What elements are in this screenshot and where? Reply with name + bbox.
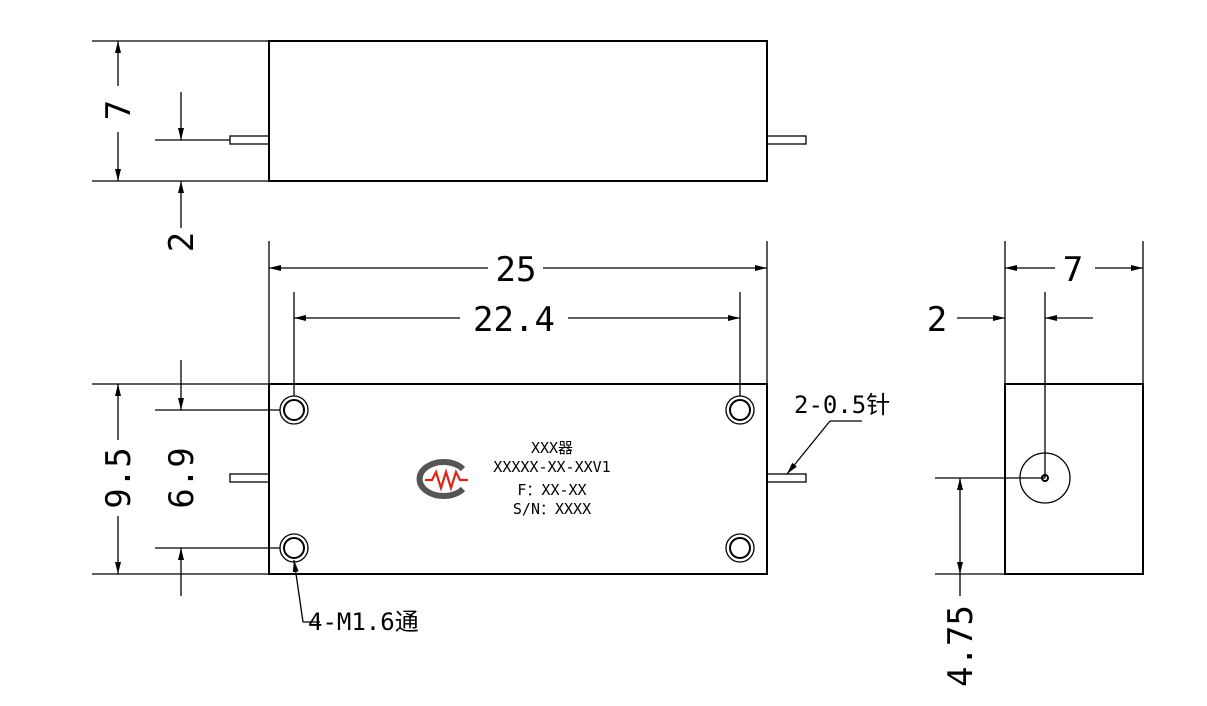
end-view: 7 2 4.75 — [927, 241, 1144, 687]
label-serial: S/N：XXXX — [513, 500, 591, 518]
dim-end-pin-offset-text: 2 — [927, 300, 947, 340]
dim-total-length-text: 25 — [496, 250, 537, 290]
callout-pins-leader — [786, 420, 831, 475]
callout-holes-text: 4-M1.6通 — [308, 608, 419, 636]
dim-end-depth-text: 7 — [1063, 250, 1083, 290]
product-label: XXX器 XXXXX-XX-XXV1 F：XX-XX S/N：XXXX — [416, 439, 611, 518]
callout-holes-leader — [292, 559, 304, 623]
side-view-body — [268, 40, 768, 182]
mounting-hole-bottom-left — [279, 533, 309, 563]
end-view-body — [1004, 383, 1144, 575]
front-view-right-pin — [766, 473, 807, 483]
front-view: 25 22.4 9.5 6.9 2-0.5针 4-M1.6通 XXX器 XXXX… — [92, 241, 890, 636]
front-view-body — [268, 383, 768, 575]
mounting-hole-bottom-right — [725, 533, 755, 563]
mounting-hole-top-right — [725, 395, 755, 425]
side-view-left-pin — [229, 135, 270, 145]
front-view-left-pin — [229, 473, 270, 483]
side-view-right-pin — [766, 135, 807, 145]
mounting-hole-top-left — [279, 395, 309, 425]
dim-side-height-text: 7 — [99, 100, 139, 120]
label-name: XXX器 — [531, 439, 573, 457]
dim-hole-spacing-text: 22.4 — [473, 300, 555, 340]
callout-pins-text: 2-0.5针 — [794, 391, 890, 419]
mw-logo-icon — [416, 459, 468, 499]
label-frequency: F：XX-XX — [517, 481, 586, 499]
dim-end-pin-height-text: 4.75 — [941, 605, 981, 687]
dim-body-width-text: 9.5 — [99, 447, 139, 508]
label-model: XXXXX-XX-XXV1 — [493, 458, 610, 476]
side-view: 7 2 — [92, 40, 807, 252]
dim-pin-offset-text: 2 — [162, 232, 202, 252]
dim-hole-width-spacing-text: 6.9 — [162, 447, 202, 508]
